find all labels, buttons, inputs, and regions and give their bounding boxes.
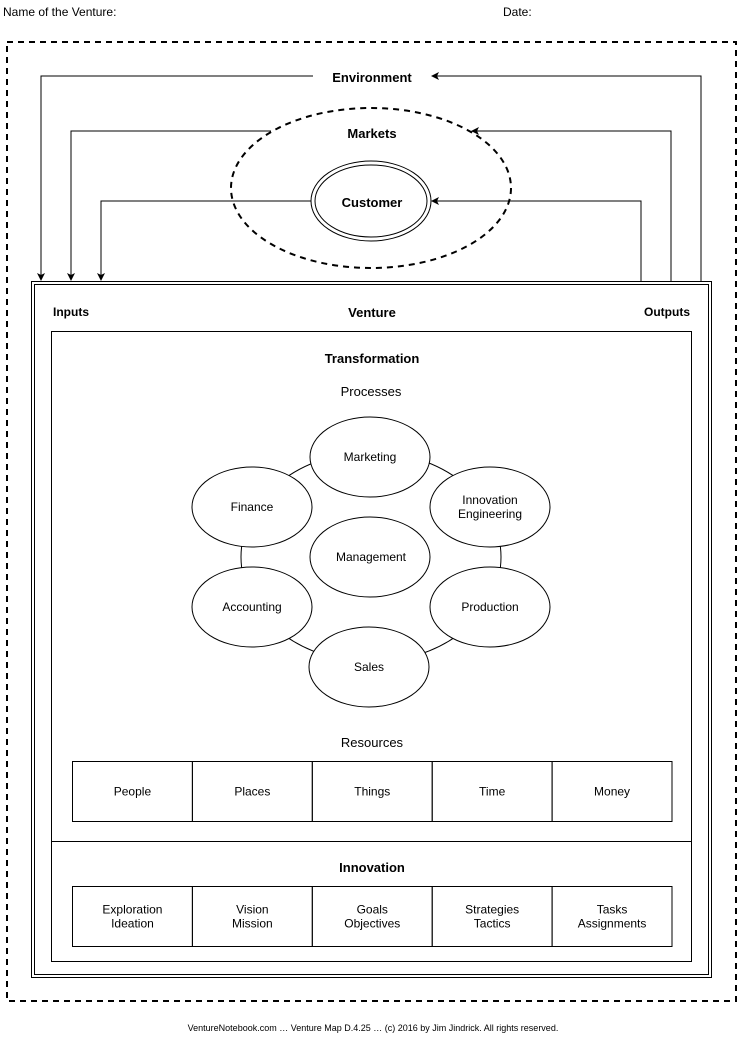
process-node-finance: Finance — [191, 466, 313, 548]
cell-label-line2: Tactics — [474, 917, 511, 931]
venture-box-outer — [31, 281, 712, 978]
process-node-marketing: Marketing — [309, 416, 431, 498]
innovation-label: Innovation — [339, 860, 405, 875]
environment-boundary — [6, 41, 737, 1002]
cell-people: People — [72, 761, 193, 822]
innovation-cells: ExplorationIdeationVisionMissionGoalsObj… — [72, 886, 673, 947]
cell-label-line1: Vision — [236, 903, 268, 917]
cell-places: Places — [191, 761, 313, 822]
markets-input-line — [67, 130, 271, 281]
footer-text: VentureNotebook.com … Venture Map D.4.25… — [188, 1023, 559, 1033]
process-ellipse — [191, 466, 313, 548]
process-ellipse — [429, 466, 551, 548]
cell-border — [551, 761, 673, 822]
date-label: Date: — [503, 5, 532, 19]
resource-cells: People Places Things Time Money — [72, 761, 673, 822]
customer-input-line — [97, 200, 311, 281]
markets-ellipse — [230, 107, 512, 269]
inputs-label: Inputs — [53, 305, 89, 319]
transformation-box — [51, 331, 692, 962]
process-ellipse — [309, 516, 431, 598]
cell-label: Time — [479, 785, 506, 799]
process-ellipse — [191, 566, 313, 648]
process-label-line1: Innovation — [462, 493, 517, 507]
process-ellipse — [429, 566, 551, 648]
process-label-line2: Engineering — [458, 507, 522, 521]
markets-label: Markets — [347, 126, 396, 141]
cell-label-line1: Exploration — [102, 903, 162, 917]
process-label: Production — [461, 600, 518, 614]
environment-flow-lines — [37, 72, 702, 281]
outputs-label: Outputs — [644, 305, 690, 319]
process-label: Accounting — [222, 600, 281, 614]
venture-box-inner — [34, 284, 709, 975]
process-nodes: MarketingInnovationEngineeringProduction… — [191, 416, 551, 708]
environment-label: Environment — [332, 70, 412, 85]
cell-things: Things — [311, 761, 433, 822]
cell-money: Money — [551, 761, 673, 822]
cell-label-line1: Tasks — [597, 903, 628, 917]
process-ellipse — [308, 626, 430, 708]
cell-label: People — [114, 785, 152, 799]
environment-input-line — [37, 75, 313, 281]
cell-label-line2: Assignments — [578, 917, 647, 931]
process-label: Management — [336, 550, 407, 564]
cell-label-line1: Strategies — [465, 903, 519, 917]
cell-border — [551, 886, 673, 947]
customer-ellipse-inner — [314, 164, 428, 238]
process-label: Finance — [231, 500, 274, 514]
cell-label-line2: Objectives — [344, 917, 400, 931]
transformation-label: Transformation — [325, 351, 420, 366]
cell-time: Time — [431, 761, 553, 822]
process-label: Sales — [354, 660, 384, 674]
customer-ellipse-outer — [310, 160, 432, 242]
cell-label: Places — [234, 785, 270, 799]
customer-label: Customer — [342, 195, 403, 210]
process-node-management: Management — [309, 516, 431, 598]
markets-output-line — [471, 127, 672, 281]
cell-label-line2: Mission — [232, 917, 273, 931]
cell-label: Things — [354, 785, 390, 799]
resources-label: Resources — [341, 735, 404, 750]
customer-output-line — [431, 197, 642, 281]
environment-output-line — [431, 72, 702, 281]
process-ellipse — [309, 416, 431, 498]
venture-label: Venture — [348, 305, 396, 320]
venture-name-label: Name of the Venture: — [3, 5, 117, 19]
process-node-production: Production — [429, 566, 551, 648]
cell-label: Money — [594, 785, 630, 799]
cell-label-line1: Goals — [357, 903, 388, 917]
process-node-sales: Sales — [308, 626, 430, 708]
process-node-accounting: Accounting — [191, 566, 313, 648]
process-label: Marketing — [344, 450, 397, 464]
processes-label: Processes — [341, 384, 402, 399]
cell-label-line2: Ideation — [111, 917, 154, 931]
